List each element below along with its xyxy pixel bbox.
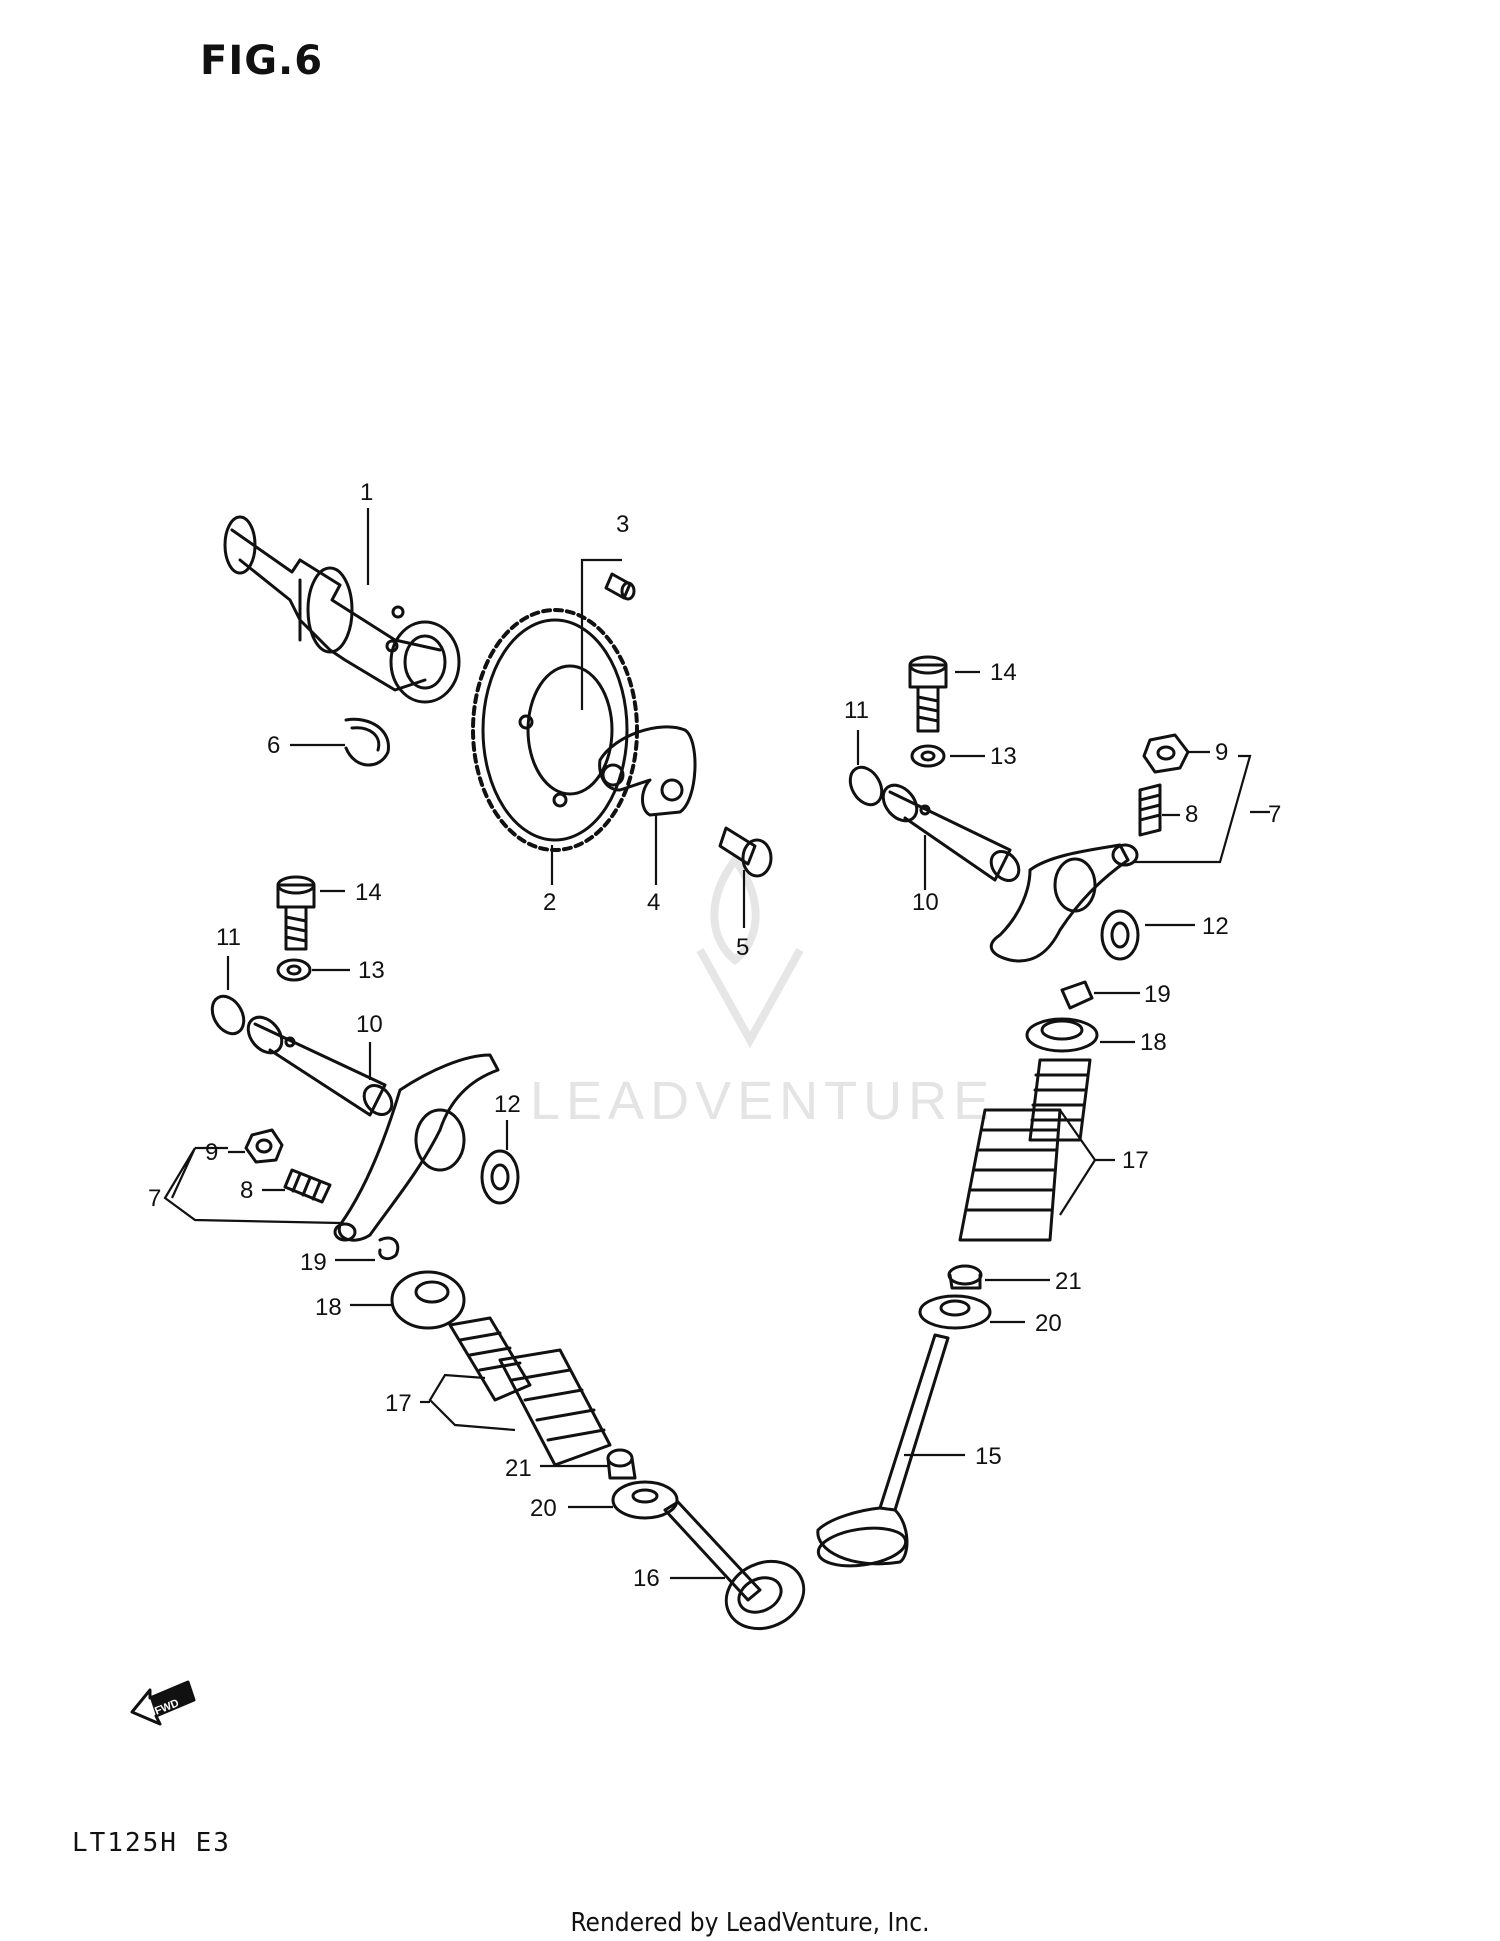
sprocket-bolt	[718, 826, 773, 878]
decompression-plate	[598, 725, 697, 817]
rocker-bolt-right	[908, 655, 948, 733]
adjuster-screw-right	[1138, 783, 1162, 837]
callout-13-right: 13	[990, 743, 1017, 770]
spring-retainer-left	[390, 1270, 466, 1330]
callout-6: 6	[267, 732, 280, 759]
stem-seal-left	[606, 1448, 637, 1480]
callout-20-left: 20	[530, 1495, 557, 1522]
callout-7-right: 7	[1268, 801, 1281, 828]
shim-washer-left	[480, 1149, 520, 1205]
callout-5: 5	[736, 934, 749, 961]
callout-numbers: 1 2 3 4 5 6 7 7 8 8 9 9 10 10 11 11 12 1…	[148, 479, 1281, 1592]
rocker-shaft-left	[246, 1015, 394, 1117]
intake-valve	[663, 1500, 806, 1631]
model-label: LT125H E3	[72, 1828, 231, 1858]
lock-nut-left	[244, 1128, 284, 1164]
callout-18-right: 18	[1140, 1029, 1167, 1056]
rocker-arm-left	[333, 1053, 500, 1242]
callout-17-left: 17	[385, 1390, 412, 1417]
callout-16: 16	[633, 1565, 660, 1592]
shim-washer-right	[1100, 909, 1140, 961]
callout-13-left: 13	[358, 957, 385, 984]
lock-nut-right	[1142, 733, 1190, 774]
callout-21-left: 21	[505, 1455, 532, 1482]
washer-right	[910, 744, 946, 768]
valve-cotter-right	[1060, 980, 1094, 1010]
callout-17-right: 17	[1122, 1147, 1149, 1174]
valve-cotter-left	[378, 1236, 400, 1261]
callout-10-right: 10	[912, 889, 939, 916]
callout-4: 4	[647, 889, 660, 916]
watermark-text: LEADVENTURE	[530, 1071, 996, 1131]
callout-12-left: 12	[494, 1091, 521, 1118]
cam-sprocket	[471, 608, 639, 852]
callout-12-right: 12	[1202, 913, 1229, 940]
rocker-arm-right	[989, 843, 1139, 963]
valve-spring-outer-right	[958, 1108, 1062, 1242]
callout-20-right: 20	[1035, 1310, 1062, 1337]
fwd-arrow-icon: FWD	[130, 1680, 196, 1726]
footer-text: Rendered by LeadVenture, Inc.	[570, 1908, 930, 1938]
callout-21-right: 21	[1055, 1268, 1082, 1295]
o-ring-left	[210, 994, 246, 1036]
rocker-shaft-right	[881, 783, 1021, 882]
spring-seat-left	[611, 1480, 679, 1520]
callout-8-left: 8	[240, 1177, 253, 1204]
callout-2: 2	[543, 889, 556, 916]
dowel-pin	[604, 572, 636, 601]
leader-lines	[163, 508, 1270, 1580]
callout-9-left: 9	[205, 1139, 218, 1166]
callout-10-left: 10	[356, 1011, 383, 1038]
spring-retainer-right	[1025, 1017, 1099, 1053]
callout-18-left: 18	[315, 1294, 342, 1321]
valve-spring-inner-left	[448, 1316, 532, 1402]
stem-seal-right	[947, 1264, 983, 1290]
callout-14-left: 14	[355, 879, 382, 906]
callout-15: 15	[975, 1443, 1002, 1470]
callout-7-left: 7	[148, 1185, 161, 1212]
callout-14-right: 14	[990, 659, 1017, 686]
o-ring-right	[848, 765, 884, 807]
figure-label: FIG.6	[200, 38, 324, 84]
callout-1: 1	[360, 479, 373, 506]
exhaust-valve	[816, 1333, 950, 1568]
rocker-bolt-left	[276, 875, 316, 951]
callout-19-left: 19	[300, 1249, 327, 1276]
callout-19-right: 19	[1144, 981, 1171, 1008]
adjuster-screw-left	[283, 1168, 332, 1204]
cam-clip	[344, 717, 390, 767]
spring-seat-right	[918, 1294, 992, 1330]
valve-spring-outer-left	[498, 1348, 612, 1467]
washer-left	[276, 958, 312, 982]
callout-9-right: 9	[1215, 739, 1228, 766]
callout-11-right: 11	[844, 697, 869, 724]
callout-3: 3	[616, 511, 629, 538]
callout-11-left: 11	[216, 924, 241, 951]
callout-8-right: 8	[1185, 801, 1198, 828]
watermark-emblem	[696, 853, 804, 1049]
camshaft	[223, 515, 461, 704]
